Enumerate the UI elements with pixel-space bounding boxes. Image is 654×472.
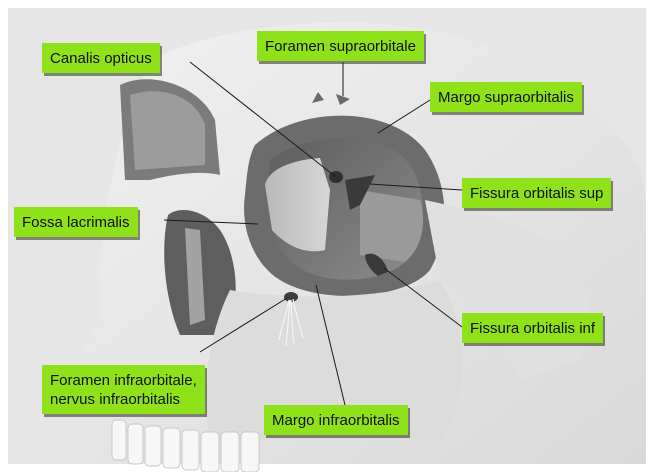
label-text: Margo supraorbitalis xyxy=(438,88,574,107)
orbit-lateral-wall xyxy=(360,190,423,262)
optic-canal xyxy=(329,171,343,183)
label-margo-supraorbitalis: Margo supraorbitalis xyxy=(430,82,582,112)
label-text-line-2: nervus infraorbitalis xyxy=(50,390,197,409)
label-text: Fissura orbitalis sup xyxy=(470,184,603,203)
label-text-line-1: Foramen infraorbitale, xyxy=(50,371,197,390)
label-text: Fissura orbitalis inf xyxy=(470,319,595,338)
label-text: Canalis opticus xyxy=(50,49,152,68)
label-fissura-orbitalis-sup: Fissura orbitalis sup xyxy=(462,178,611,208)
label-text: Margo infraorbitalis xyxy=(272,411,400,430)
label-canalis-opticus: Canalis opticus xyxy=(42,43,160,73)
label-foramen-supraorbitale: Foramen supraorbitale xyxy=(257,31,424,61)
label-fossa-lacrimalis: Fossa lacrimalis xyxy=(14,207,138,237)
label-text: Fossa lacrimalis xyxy=(22,213,130,232)
label-foramen-infraorbitale: Foramen infraorbitale, nervus infraorbit… xyxy=(42,365,205,414)
label-text: Foramen supraorbitale xyxy=(265,37,416,56)
label-fissura-orbitalis-inf: Fissura orbitalis inf xyxy=(462,313,603,343)
label-margo-infraorbitalis: Margo infraorbitalis xyxy=(264,405,408,435)
